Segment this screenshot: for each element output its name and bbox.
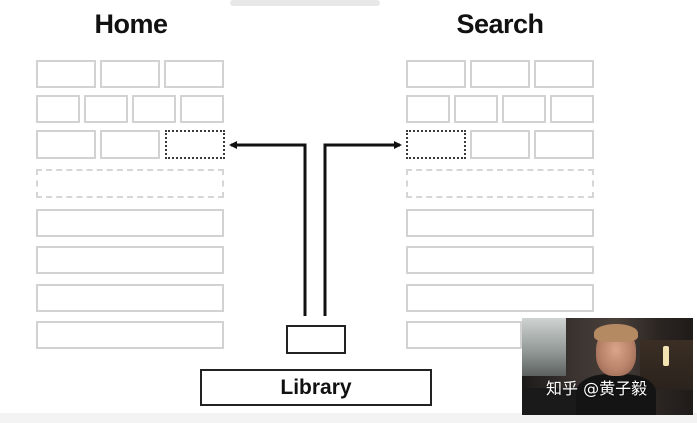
home-row bbox=[36, 246, 224, 274]
top-highlight bbox=[230, 0, 380, 6]
home-row bbox=[36, 284, 224, 312]
search-block bbox=[550, 95, 594, 123]
video-lamp bbox=[663, 346, 669, 366]
search-block bbox=[534, 130, 594, 159]
search-block bbox=[502, 95, 546, 123]
arrow-to-home bbox=[229, 141, 307, 316]
search-row bbox=[406, 246, 594, 274]
home-placeholder-row bbox=[36, 169, 224, 198]
search-row bbox=[406, 284, 594, 312]
search-block bbox=[470, 60, 530, 88]
home-row bbox=[36, 209, 224, 237]
home-block bbox=[36, 95, 80, 123]
search-block bbox=[470, 130, 530, 159]
search-block bbox=[406, 95, 450, 123]
speaker-hair bbox=[594, 324, 638, 342]
home-block bbox=[100, 60, 160, 88]
home-highlighted-slot bbox=[165, 130, 225, 159]
search-placeholder-row bbox=[406, 169, 594, 198]
speaker-body bbox=[576, 374, 656, 415]
search-highlighted-slot bbox=[406, 130, 466, 159]
arrow-to-search bbox=[323, 141, 402, 316]
search-block bbox=[454, 95, 498, 123]
search-row bbox=[406, 209, 594, 237]
bottom-band bbox=[0, 413, 697, 423]
home-title: Home bbox=[94, 9, 168, 39]
shared-component-box bbox=[286, 325, 346, 354]
video-desk bbox=[522, 388, 582, 415]
home-block bbox=[164, 60, 224, 88]
home-block bbox=[180, 95, 224, 123]
search-block bbox=[534, 60, 594, 88]
search-row bbox=[406, 321, 522, 349]
watermark-text: 知乎 @黄子毅 bbox=[546, 379, 648, 398]
speaker-video-thumbnail: 知乎 @黄子毅 bbox=[522, 318, 693, 415]
video-window bbox=[522, 318, 566, 376]
home-block bbox=[132, 95, 176, 123]
home-block bbox=[84, 95, 128, 123]
home-block bbox=[36, 130, 96, 159]
library-box: Library bbox=[200, 369, 432, 406]
home-block bbox=[36, 60, 96, 88]
search-title: Search bbox=[456, 9, 544, 39]
search-block bbox=[406, 60, 466, 88]
home-row bbox=[36, 321, 224, 349]
home-block bbox=[100, 130, 160, 159]
